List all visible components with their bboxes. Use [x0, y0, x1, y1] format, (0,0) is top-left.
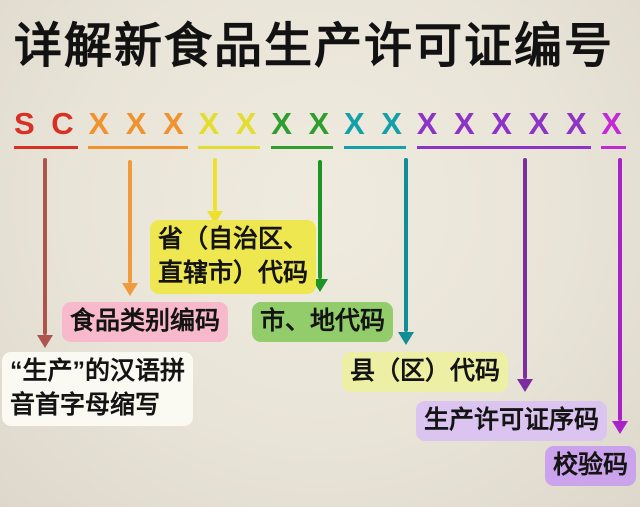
arrow-head-icon — [37, 335, 53, 348]
code-group-county: X X — [343, 106, 406, 149]
code-group-food-category: X X X — [88, 106, 188, 149]
arrow-food-category — [122, 160, 138, 296]
code-letters-sc: S C — [14, 106, 78, 141]
license-code-row: S C X X X X X X X X X X X X X X X — [14, 106, 626, 149]
arrow-line — [318, 160, 322, 279]
arrow-check — [612, 158, 628, 434]
arrow-line — [43, 158, 47, 335]
label-province-code: 省（自治区、 直辖市）代码 — [150, 220, 317, 294]
label-food-category-code: 食品类别编码 — [62, 302, 229, 342]
code-letters-check: X — [601, 106, 626, 141]
arrow-serial — [517, 158, 533, 392]
code-group-city: X X — [271, 106, 334, 149]
code-letters-province: X X — [198, 106, 261, 141]
arrow-line — [213, 158, 217, 211]
code-letters-county: X X — [343, 106, 406, 141]
arrow-county — [398, 158, 414, 345]
arrow-line — [128, 160, 132, 283]
code-group-serial: X X X X X — [416, 106, 591, 149]
label-county-code: 县（区）代码 — [342, 352, 509, 392]
label-city-code: 市、地代码 — [252, 302, 394, 342]
arrow-line — [618, 158, 622, 421]
arrow-sc — [37, 158, 53, 348]
page-title: 详解新食品生产许可证编号 — [14, 20, 615, 73]
arrow-head-icon — [122, 283, 138, 296]
code-group-province: X X — [198, 106, 261, 149]
code-letters-serial: X X X X X — [416, 106, 591, 141]
code-group-check: X — [601, 106, 626, 149]
label-sc-meaning: “生产”的汉语拼 音首字母缩写 — [2, 352, 194, 426]
code-letters-food-category: X X X — [88, 106, 188, 141]
arrow-head-icon — [398, 332, 414, 345]
label-license-serial-code: 生产许可证序码 — [416, 401, 608, 441]
arrow-province — [207, 158, 223, 224]
arrow-head-icon — [517, 379, 533, 392]
code-group-sc: S C — [14, 106, 78, 149]
arrow-line — [404, 158, 408, 332]
arrow-line — [523, 158, 527, 379]
code-letters-city: X X — [271, 106, 334, 141]
arrow-head-icon — [612, 421, 628, 434]
label-check-code: 校验码 — [545, 446, 637, 486]
